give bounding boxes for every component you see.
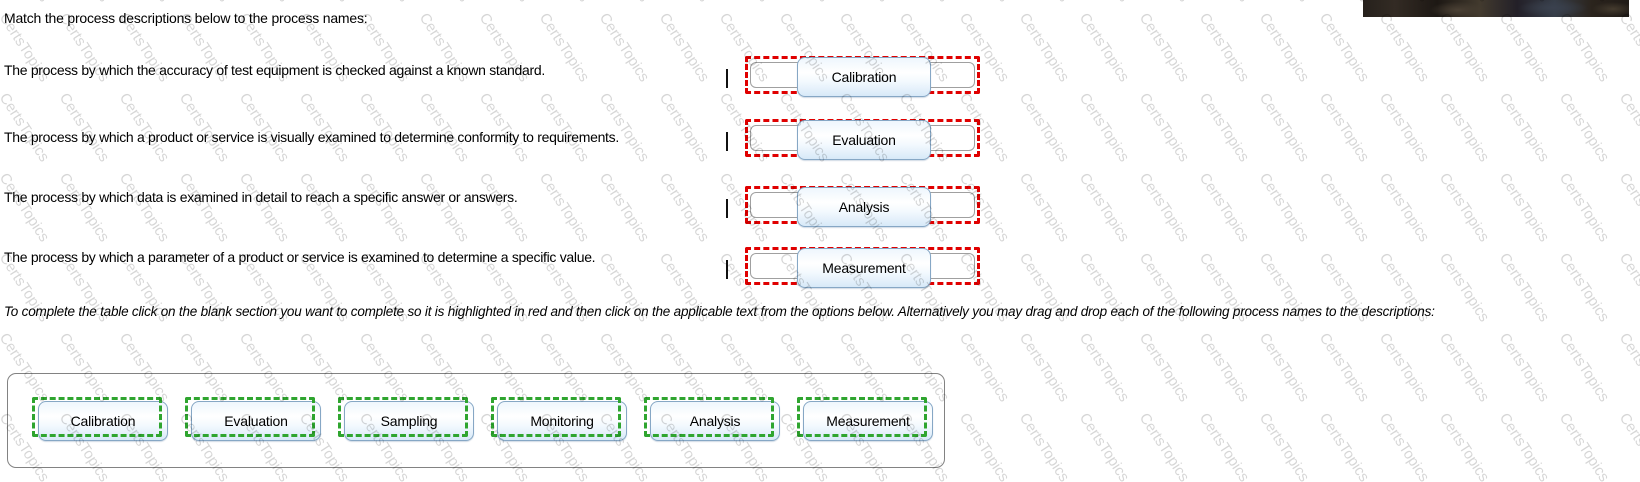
answer-slot[interactable]: Measurement: [726, 247, 980, 288]
process-description: The process by which a parameter of a pr…: [4, 249, 596, 265]
options-panel: Calibration Evaluation Sampling Monitori…: [7, 373, 945, 468]
text-cursor-icon: [726, 260, 728, 279]
text-cursor-icon: [726, 132, 728, 151]
answer-button[interactable]: Evaluation: [797, 120, 931, 160]
option-calibration[interactable]: Calibration: [32, 396, 168, 441]
text-cursor-icon: [726, 69, 728, 88]
answer-slot[interactable]: Evaluation: [726, 119, 980, 160]
option-monitoring[interactable]: Monitoring: [491, 396, 627, 441]
answer-button[interactable]: Analysis: [797, 187, 931, 227]
process-description: The process by which a product or servic…: [4, 129, 619, 145]
answer-button[interactable]: Measurement: [797, 248, 931, 288]
option-button[interactable]: Measurement: [803, 400, 933, 441]
process-description: The process by which the accuracy of tes…: [4, 62, 545, 78]
answer-slot[interactable]: Analysis: [726, 186, 980, 227]
option-evaluation[interactable]: Evaluation: [185, 396, 321, 441]
answer-slot[interactable]: Calibration: [726, 56, 980, 97]
option-sampling[interactable]: Sampling: [338, 396, 474, 441]
option-button[interactable]: Monitoring: [497, 400, 627, 441]
option-analysis[interactable]: Analysis: [644, 396, 780, 441]
photo-fragment: [1363, 0, 1629, 17]
option-button[interactable]: Evaluation: [191, 400, 321, 441]
option-measurement[interactable]: Measurement: [797, 396, 933, 441]
question-title: Match the process descriptions below to …: [4, 10, 368, 26]
option-button[interactable]: Analysis: [650, 400, 780, 441]
instruction-text: To complete the table click on the blank…: [4, 304, 1435, 319]
option-button[interactable]: Sampling: [344, 400, 474, 441]
option-button[interactable]: Calibration: [38, 400, 168, 441]
text-cursor-icon: [726, 199, 728, 218]
answer-button[interactable]: Calibration: [797, 57, 931, 97]
process-description: The process by which data is examined in…: [4, 189, 518, 205]
